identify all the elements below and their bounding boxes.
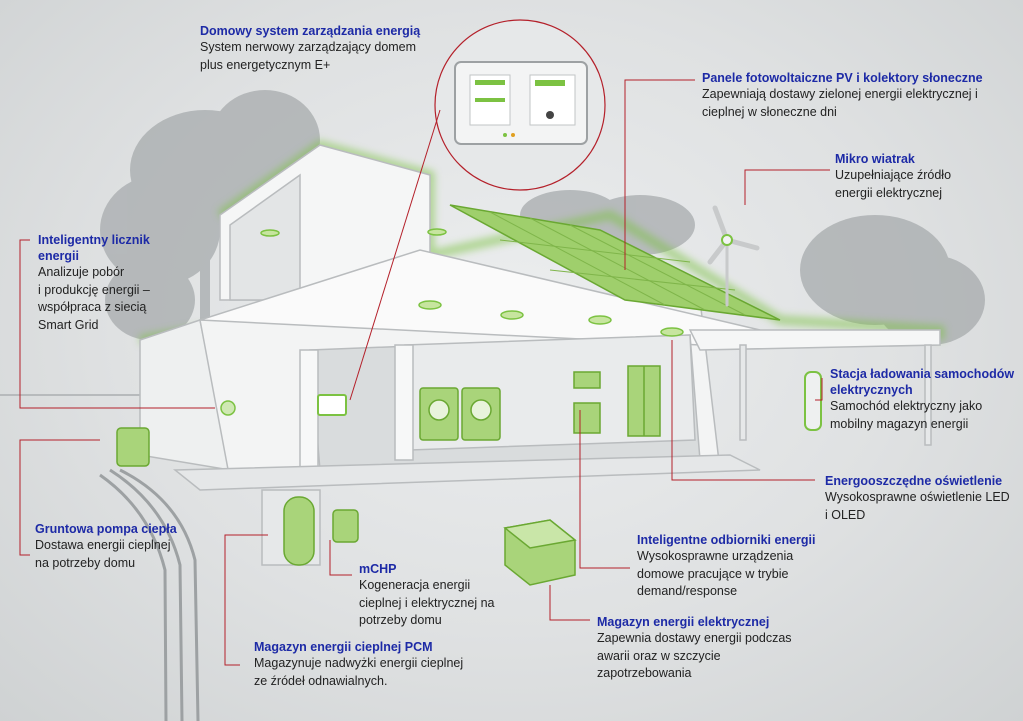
appliances-line-3: demand/response [637, 584, 738, 598]
appliances [419, 365, 661, 441]
wind-line-1: Uzupełniające źródło [835, 168, 952, 182]
house-body [139, 144, 941, 491]
pcm-title: Magazyn energii cieplnej PCM [254, 640, 433, 654]
ev-line-1: Samochód elektryczny jako [830, 399, 983, 413]
pcm-line-1: Magazynuje nadwyżki energii cieplnej [254, 656, 464, 670]
callout-led: Energooszczędne oświetlenie Wysokosprawn… [825, 473, 1010, 524]
wind-title: Mikro wiatrak [835, 152, 915, 166]
home-ems-line-1: System nerwowy zarządzający domem [200, 40, 417, 54]
pv-line-1: Zapewniają dostawy zielonej energii elek… [702, 87, 978, 101]
callout-wind: Mikro wiatrak Uzupełniające źródło energ… [835, 151, 951, 202]
home-ems-title: Domowy system zarządzania energią [200, 24, 421, 38]
meter-line-1: Analizuje pobór [38, 265, 125, 279]
mchp-line-1: Kogeneracja energii [359, 578, 471, 592]
home-ems-line-2: plus energetycznym E+ [200, 57, 331, 72]
callout-appliances: Inteligentne odbiorniki energii Wysokosp… [637, 532, 816, 601]
pv-title: Panele fotowoltaiczne PV i kolektory sło… [702, 71, 983, 85]
meter-line-3: współpraca z siecią [38, 300, 147, 314]
ev-line-2: mobilny magazyn energii [830, 416, 969, 431]
pcm-line-2: ze źródeł odnawialnych. [254, 673, 388, 688]
appliances-title: Inteligentne odbiorniki energii [637, 533, 816, 547]
mchp-title: mCHP [359, 562, 397, 576]
battery-line-1: Zapewnia dostawy energii podczas [597, 631, 792, 645]
battery-title: Magazyn energii elektrycznej [597, 615, 770, 629]
callout-battery: Magazyn energii elektrycznej Zapewnia do… [597, 614, 792, 683]
meter-title-1: Inteligentny licznik [38, 233, 150, 247]
wind-line-2: energii elektrycznej [835, 185, 942, 200]
led-line-2: i OLED [825, 507, 866, 522]
callout-home-ems: Domowy system zarządzania energią System… [200, 23, 420, 74]
ems-magnifier [434, 19, 606, 191]
heatpump-line-2: na potrzeby domu [35, 555, 136, 570]
meter-line-4: Smart Grid [38, 317, 99, 332]
appliances-line-1: Wysokosprawne urządzenia [637, 549, 794, 563]
meter-title-2: energii [38, 249, 79, 263]
callout-pcm: Magazyn energii cieplnej PCM Magazynuje … [254, 639, 463, 690]
callout-meter: Inteligentny licznik energii Analizuje p… [38, 232, 150, 334]
battery-line-3: zapotrzebowania [597, 666, 692, 680]
ceiling-lights [260, 228, 684, 337]
ev-title-2: elektrycznych [830, 383, 913, 397]
ev-charger [804, 371, 822, 431]
smart-meter-device [220, 394, 347, 416]
underground-units [261, 489, 577, 586]
meter-line-2: i produkcję energii – [38, 282, 150, 297]
solar-panels [449, 204, 781, 321]
background-trees [100, 90, 985, 345]
ev-title-1: Stacja ładowania samochodów [830, 367, 1015, 381]
mchp-line-2: cieplnej i elektrycznej na [359, 595, 495, 610]
callout-ev: Stacja ładowania samochodów elektrycznyc… [830, 366, 1014, 433]
callout-pv: Panele fotowoltaiczne PV i kolektory sło… [702, 70, 983, 121]
heat-pump-unit [116, 427, 150, 467]
mchp-line-3: potrzeby domu [359, 613, 442, 627]
led-title: Energooszczędne oświetlenie [825, 474, 1003, 488]
battery-line-2: awarii oraz w szczycie [597, 648, 721, 663]
heatpump-title: Gruntowa pompa ciepła [35, 522, 177, 536]
led-line-1: Wysokosprawne oświetlenie LED [825, 490, 1010, 504]
pv-line-2: cieplnej w słoneczne dni [702, 104, 837, 119]
leader-lines [19, 79, 830, 666]
callout-mchp: mCHP Kogeneracja energii cieplnej i elek… [359, 561, 495, 630]
heatpump-line-1: Dostawa energii cieplnej [35, 538, 171, 552]
wind-turbine [707, 205, 760, 307]
appliances-line-2: domowe pracujące w trybie [637, 566, 789, 581]
callout-heatpump: Gruntowa pompa ciepła Dostawa energii ci… [35, 521, 177, 572]
